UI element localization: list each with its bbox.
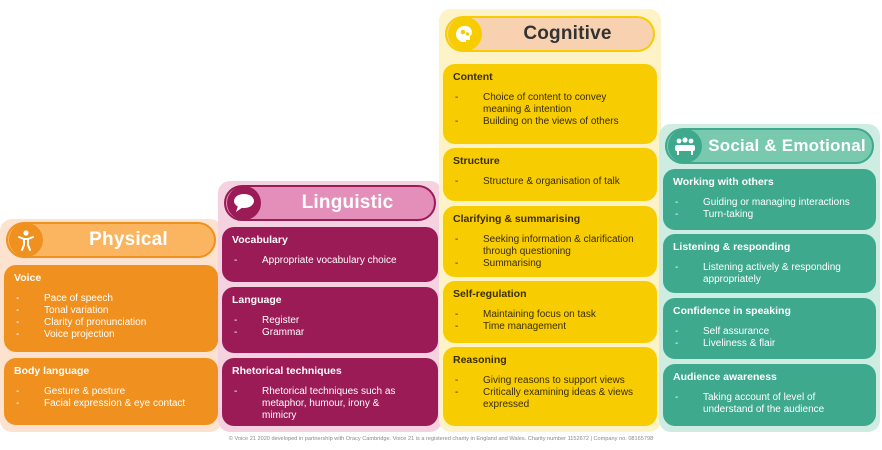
list-item: Grammar — [232, 327, 428, 339]
social-emotional-column: Social & Emotional Working with others G… — [659, 124, 880, 432]
list-item: Clarity of pronunciation — [14, 317, 208, 329]
physical-card-voice: Voice Pace of speech Tonal variation Cla… — [4, 265, 218, 352]
cognitive-header: Cognitive — [445, 16, 655, 52]
physical-card-body-language: Body language Gesture & posture Facial e… — [4, 358, 218, 425]
list-item: Choice of content to convey meaning & in… — [453, 92, 647, 116]
card-title: Reasoning — [453, 354, 507, 366]
list-item: Listening actively & responding appropri… — [673, 262, 866, 286]
card-title: Voice — [14, 272, 42, 284]
social-card-confidence: Confidence in speaking Self assurance Li… — [663, 298, 876, 359]
card-title: Clarifying & summarising — [453, 213, 581, 225]
card-title: Self-regulation — [453, 288, 527, 300]
list-item: Tonal variation — [14, 305, 208, 317]
cognitive-card-clarifying: Clarifying & summarising Seeking informa… — [443, 206, 657, 277]
list-item: Voice projection — [14, 329, 208, 341]
list-item: Building on the views of others — [453, 116, 647, 128]
linguistic-card-rhetorical: Rhetorical techniques Rhetorical techniq… — [222, 358, 438, 426]
card-title: Vocabulary — [232, 234, 288, 246]
linguistic-column: Linguistic Vocabulary Appropriate vocabu… — [218, 181, 442, 432]
list-item: Seeking information & clarification thro… — [453, 234, 647, 258]
linguistic-title: Linguistic — [301, 192, 394, 213]
list-item: Turn-taking — [673, 209, 866, 221]
linguistic-header: Linguistic — [224, 185, 436, 221]
group-icon — [668, 129, 702, 163]
cognitive-card-content: Content Choice of content to convey mean… — [443, 64, 657, 144]
card-title: Audience awareness — [673, 371, 777, 383]
list-item: Pace of speech — [14, 293, 208, 305]
list-item: Rhetorical techniques such as metaphor, … — [232, 386, 428, 422]
list-item: Giving reasons to support views — [453, 375, 647, 387]
linguistic-card-vocabulary: Vocabulary Appropriate vocabulary choice — [222, 227, 438, 282]
social-emotional-title: Social & Emotional — [708, 136, 866, 155]
list-item: Critically examining ideas & views expre… — [453, 387, 647, 411]
physical-column: Physical Voice Pace of speech Tonal vari… — [0, 219, 222, 432]
list-item: Taking account of level of understand of… — [673, 392, 866, 416]
physical-title: Physical — [89, 229, 168, 250]
social-card-audience-awareness: Audience awareness Taking account of lev… — [663, 364, 876, 426]
list-item: Maintaining focus on task — [453, 309, 647, 321]
list-item: Appropriate vocabulary choice — [232, 255, 428, 267]
list-item: Guiding or managing interactions — [673, 197, 866, 209]
person-icon — [9, 223, 43, 257]
list-item: Register — [232, 315, 428, 327]
brain-gears-icon — [448, 17, 482, 51]
social-card-working-with-others: Working with others Guiding or managing … — [663, 169, 876, 230]
card-title: Structure — [453, 155, 500, 167]
social-emotional-header: Social & Emotional — [665, 128, 874, 164]
card-title: Listening & responding — [673, 241, 791, 253]
card-title: Content — [453, 71, 493, 83]
list-item: Liveliness & flair — [673, 338, 866, 350]
speech-bubble-icon — [227, 186, 261, 220]
card-title: Body language — [14, 365, 90, 377]
linguistic-card-language: Language Register Grammar — [222, 287, 438, 353]
physical-header: Physical — [6, 222, 216, 258]
cognitive-column: Cognitive Content Choice of content to c… — [439, 9, 661, 432]
list-item: Gesture & posture — [14, 386, 208, 398]
cognitive-card-structure: Structure Structure & organisation of ta… — [443, 148, 657, 201]
list-item: Summarising — [453, 258, 647, 270]
cognitive-title: Cognitive — [523, 23, 612, 44]
card-title: Language — [232, 294, 282, 306]
card-title: Working with others — [673, 176, 774, 188]
card-title: Rhetorical techniques — [232, 365, 342, 377]
list-item: Self assurance — [673, 326, 866, 338]
footer-copyright: © Voice 21 2020 developed in partnership… — [228, 436, 654, 442]
list-item: Structure & organisation of talk — [453, 176, 647, 188]
list-item: Time management — [453, 321, 647, 333]
social-card-listening: Listening & responding Listening activel… — [663, 234, 876, 293]
cognitive-card-self-regulation: Self-regulation Maintaining focus on tas… — [443, 281, 657, 343]
card-title: Confidence in speaking — [673, 305, 791, 317]
list-item: Facial expression & eye contact — [14, 398, 208, 410]
cognitive-card-reasoning: Reasoning Giving reasons to support view… — [443, 347, 657, 426]
